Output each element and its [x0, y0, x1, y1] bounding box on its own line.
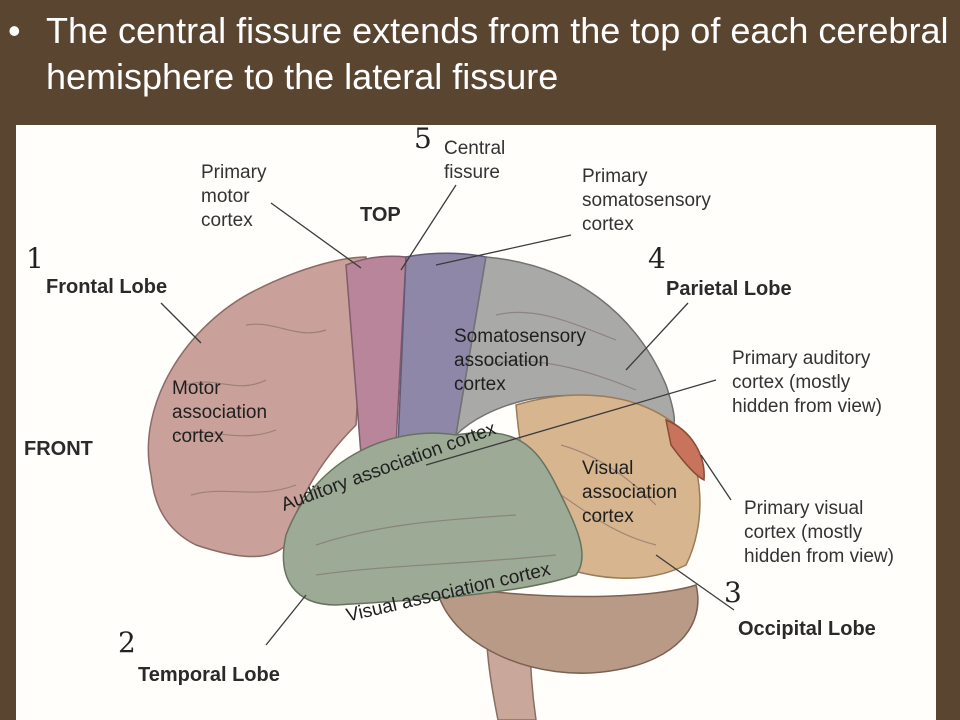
primary-visual-cortex-region	[664, 418, 705, 482]
label-primary-motor-cortex: Primary motor cortex	[201, 161, 266, 233]
label-motor-association-cortex-line-1: Motor	[172, 378, 221, 399]
brain-illustration	[147, 184, 735, 720]
label-primary-auditory-cortex: Primary auditory cortex (mostly hidden f…	[732, 347, 882, 419]
label-somatosensory-association-cortex-line-3: cortex	[454, 374, 506, 395]
label-somatosensory-association-cortex: Somatosensory association cortex	[454, 325, 586, 397]
label-primary-motor-cortex-line-2: motor	[201, 186, 250, 207]
label-primary-auditory-cortex-line-2: cortex (mostly	[732, 372, 851, 393]
leader-lines	[160, 184, 735, 646]
label-central-fissure: Central fissure	[444, 137, 505, 185]
marker-1: 1	[26, 242, 44, 275]
label-primary-somatosensory-cortex-line-1: Primary	[582, 166, 648, 187]
label-visual-association-cortex-right: Visual association cortex	[582, 457, 677, 529]
cerebellum	[435, 584, 699, 674]
label-top: TOP	[360, 204, 401, 226]
label-primary-motor-cortex-line-1: Primary	[201, 162, 267, 183]
label-front: FRONT	[24, 438, 93, 460]
label-motor-association-cortex: Motor association cortex	[172, 377, 267, 449]
label-parietal-lobe: Parietal Lobe	[666, 278, 792, 300]
marker-2: 2	[118, 626, 136, 659]
temporal-lobe-region	[282, 431, 583, 606]
label-visual-association-cortex-right-line-1: Visual	[582, 458, 634, 479]
label-temporal-lobe: Temporal Lobe	[138, 664, 280, 686]
label-primary-visual-cortex: Primary visual cortex (mostly hidden fro…	[744, 497, 894, 569]
label-frontal-lobe: Frontal Lobe	[46, 276, 168, 298]
label-primary-visual-cortex-line-2: cortex (mostly	[744, 522, 863, 543]
label-primary-auditory-cortex-line-3: hidden from view)	[732, 396, 882, 417]
marker-4: 4	[648, 242, 666, 275]
gyri-texture	[175, 311, 657, 576]
label-motor-association-cortex-line-2: association	[172, 402, 268, 423]
frontal-lobe-region	[147, 256, 367, 558]
label-primary-visual-cortex-line-3: hidden from view)	[744, 546, 894, 567]
label-motor-association-cortex-line-3: cortex	[172, 426, 224, 447]
label-central-fissure-line-1: Central	[444, 138, 506, 159]
label-primary-somatosensory-cortex: Primary somatosensory cortex	[582, 165, 711, 237]
label-primary-somatosensory-cortex-line-2: somatosensory	[582, 190, 711, 211]
label-visual-association-cortex-right-line-3: cortex	[582, 506, 634, 527]
label-primary-motor-cortex-line-3: cortex	[201, 210, 253, 231]
label-primary-somatosensory-cortex-line-3: cortex	[582, 214, 634, 235]
label-visual-association-cortex-right-line-2: association	[582, 482, 678, 503]
label-central-fissure-line-2: fissure	[444, 162, 500, 183]
brain-diagram: 1 5 4 3 2 Frontal Lobe Parietal Lobe Occ…	[16, 125, 936, 720]
bullet-marker: •	[8, 10, 21, 51]
label-primary-auditory-cortex-line-1: Primary auditory	[732, 348, 871, 369]
marker-5: 5	[414, 125, 432, 155]
label-somatosensory-association-cortex-line-1: Somatosensory	[454, 326, 587, 347]
marker-3: 3	[724, 576, 742, 609]
label-occipital-lobe: Occipital Lobe	[738, 618, 876, 640]
bullet-text: The central fissure extends from the top…	[46, 10, 949, 97]
label-primary-visual-cortex-line-1: Primary visual	[744, 498, 864, 519]
label-somatosensory-association-cortex-line-2: association	[454, 350, 550, 371]
